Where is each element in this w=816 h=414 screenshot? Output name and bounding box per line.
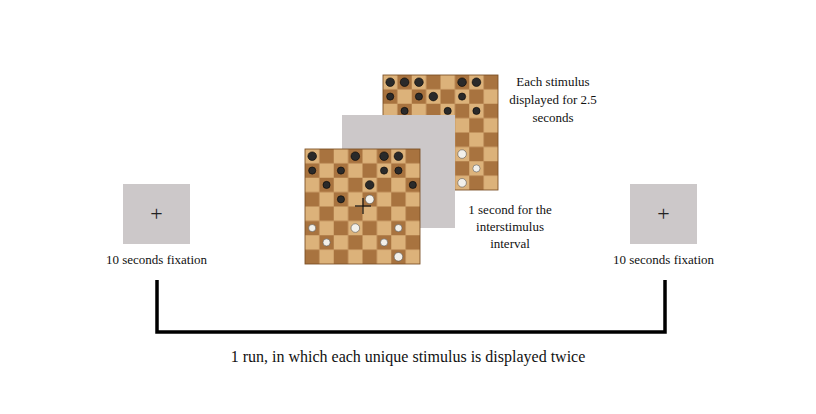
run-bracket bbox=[157, 280, 665, 332]
fixation-screen: +10 seconds fixation bbox=[630, 184, 697, 244]
chessboard-front bbox=[305, 149, 420, 264]
fixation-caption: 10 seconds fixation bbox=[106, 252, 207, 268]
annotation-text: Each stimulus displayed for 2.5 seconds bbox=[508, 73, 598, 127]
fixation-cross: + bbox=[123, 203, 190, 225]
fixation-cross: + bbox=[630, 203, 697, 225]
fixation-caption: 10 seconds fixation bbox=[613, 252, 714, 268]
annotation-text: 1 run, in which each unique stimulus is … bbox=[158, 347, 658, 367]
fixation-screen: +10 seconds fixation bbox=[123, 184, 190, 244]
annotation-text: 1 second for the interstimulus interval bbox=[460, 201, 560, 252]
board-fixation-cross bbox=[355, 198, 371, 214]
